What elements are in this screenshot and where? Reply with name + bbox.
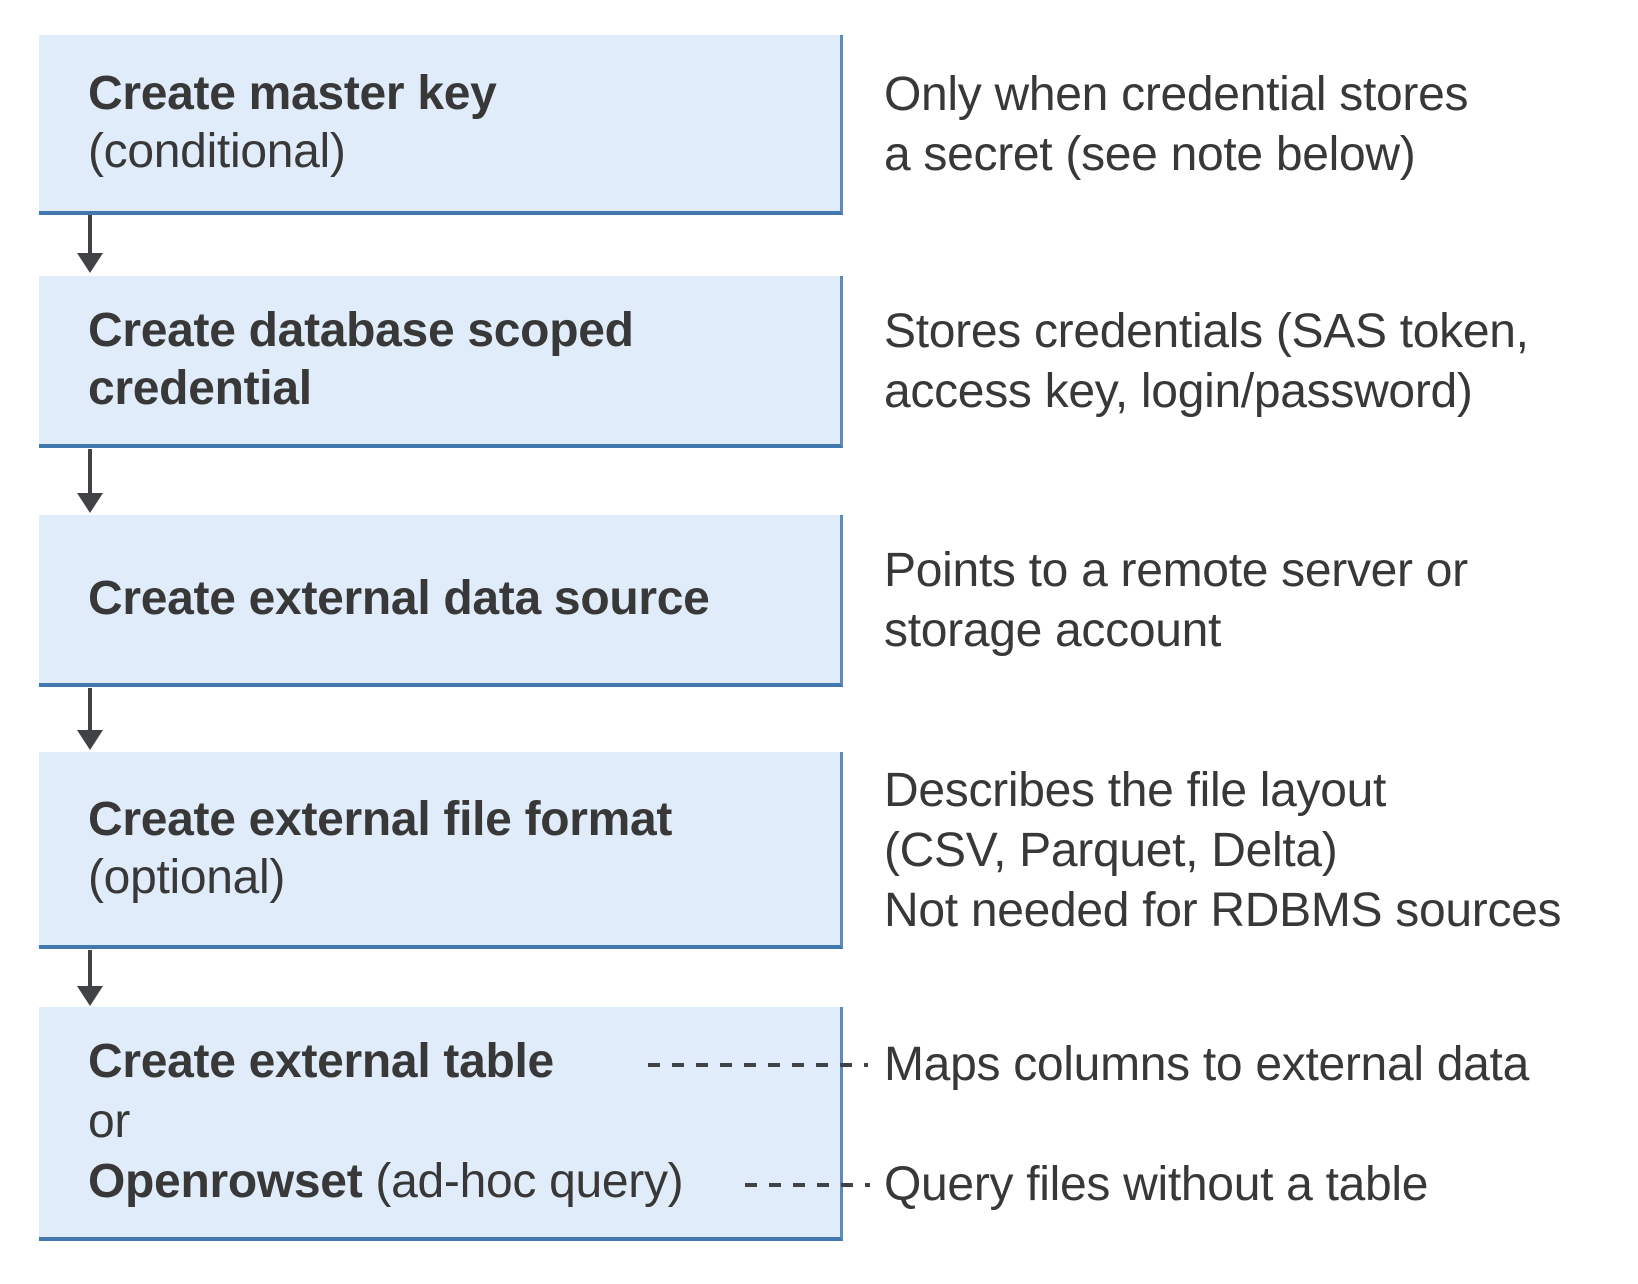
box-title-line: Create master key bbox=[88, 65, 840, 123]
box-title-line2: credential bbox=[88, 360, 840, 418]
box-subtitle-line: (conditional) bbox=[88, 123, 840, 181]
note-file-format: Describes the file layout (CSV, Parquet,… bbox=[884, 752, 1614, 949]
flow-box-create-master-key: Create master key (conditional) bbox=[39, 35, 843, 215]
note-openrowset: Query files without a table bbox=[884, 1155, 1614, 1215]
note-line: Stores credentials (SAS token, bbox=[884, 305, 1529, 358]
box-openrowset-regular: (ad-hoc query) bbox=[362, 1155, 684, 1208]
dashed-connector-line bbox=[648, 1063, 868, 1067]
flow-box-create-external-file-format: Create external file format (optional) bbox=[39, 752, 843, 949]
dashed-connector-line bbox=[745, 1183, 870, 1187]
note-line: Not needed for RDBMS sources bbox=[884, 883, 1562, 937]
note-line: (CSV, Parquet, Delta) bbox=[884, 823, 1338, 877]
note-master-key: Only when credential stores a secret (se… bbox=[884, 35, 1614, 215]
note-external-table: Maps columns to external data bbox=[884, 1035, 1614, 1095]
down-arrow-icon bbox=[74, 449, 106, 513]
flow-box-create-database-scoped-credential: Create database scoped credential bbox=[39, 276, 843, 448]
box-openrowset-bold: Openrowset bbox=[88, 1155, 363, 1208]
box-title-line: Create external table bbox=[88, 1032, 840, 1092]
box-openrowset-line: Openrowset (ad-hoc query) bbox=[88, 1152, 840, 1212]
box-title-bold: Create external file format bbox=[88, 792, 673, 846]
note-credential: Stores credentials (SAS token, access ke… bbox=[884, 276, 1614, 448]
note-line: Describes the file layout bbox=[884, 763, 1387, 817]
note-line: Points to a remote server or bbox=[884, 544, 1468, 597]
note-data-source: Points to a remote server or storage acc… bbox=[884, 515, 1614, 687]
note-line: Maps columns to external data bbox=[884, 1038, 1529, 1091]
note-line: Query files without a table bbox=[884, 1158, 1429, 1211]
down-arrow-icon bbox=[74, 688, 106, 750]
box-title-bold: credential bbox=[88, 362, 312, 415]
box-or-regular: or bbox=[88, 1095, 131, 1148]
box-or-line: or bbox=[88, 1092, 840, 1152]
box-title-bold: Create external table bbox=[88, 1035, 554, 1088]
down-arrow-icon bbox=[74, 215, 106, 273]
down-arrow-icon bbox=[74, 950, 106, 1006]
note-line: Only when credential stores bbox=[884, 68, 1469, 121]
box-title-bold: Create database scoped bbox=[88, 304, 634, 357]
flow-box-create-external-data-source: Create external data source bbox=[39, 515, 843, 687]
box-subtitle-regular: (conditional) bbox=[88, 125, 346, 178]
box-title-bold: Create external data source bbox=[88, 572, 710, 625]
note-line: a secret (see note below) bbox=[884, 128, 1416, 181]
note-line: storage account bbox=[884, 604, 1222, 657]
box-title-line: Create database scoped bbox=[88, 302, 840, 360]
box-subtitle-line: (optional) bbox=[88, 849, 840, 907]
box-subtitle-regular: (optional) bbox=[88, 850, 286, 904]
note-line: access key, login/password) bbox=[884, 365, 1473, 418]
box-title-line: Create external file format bbox=[88, 791, 840, 849]
box-title-line: Create external data source bbox=[88, 570, 840, 628]
flow-box-create-external-table-or-openrowset: Create external table or Openrowset (ad-… bbox=[39, 1007, 843, 1241]
box-title-bold: Create master key bbox=[88, 67, 497, 120]
